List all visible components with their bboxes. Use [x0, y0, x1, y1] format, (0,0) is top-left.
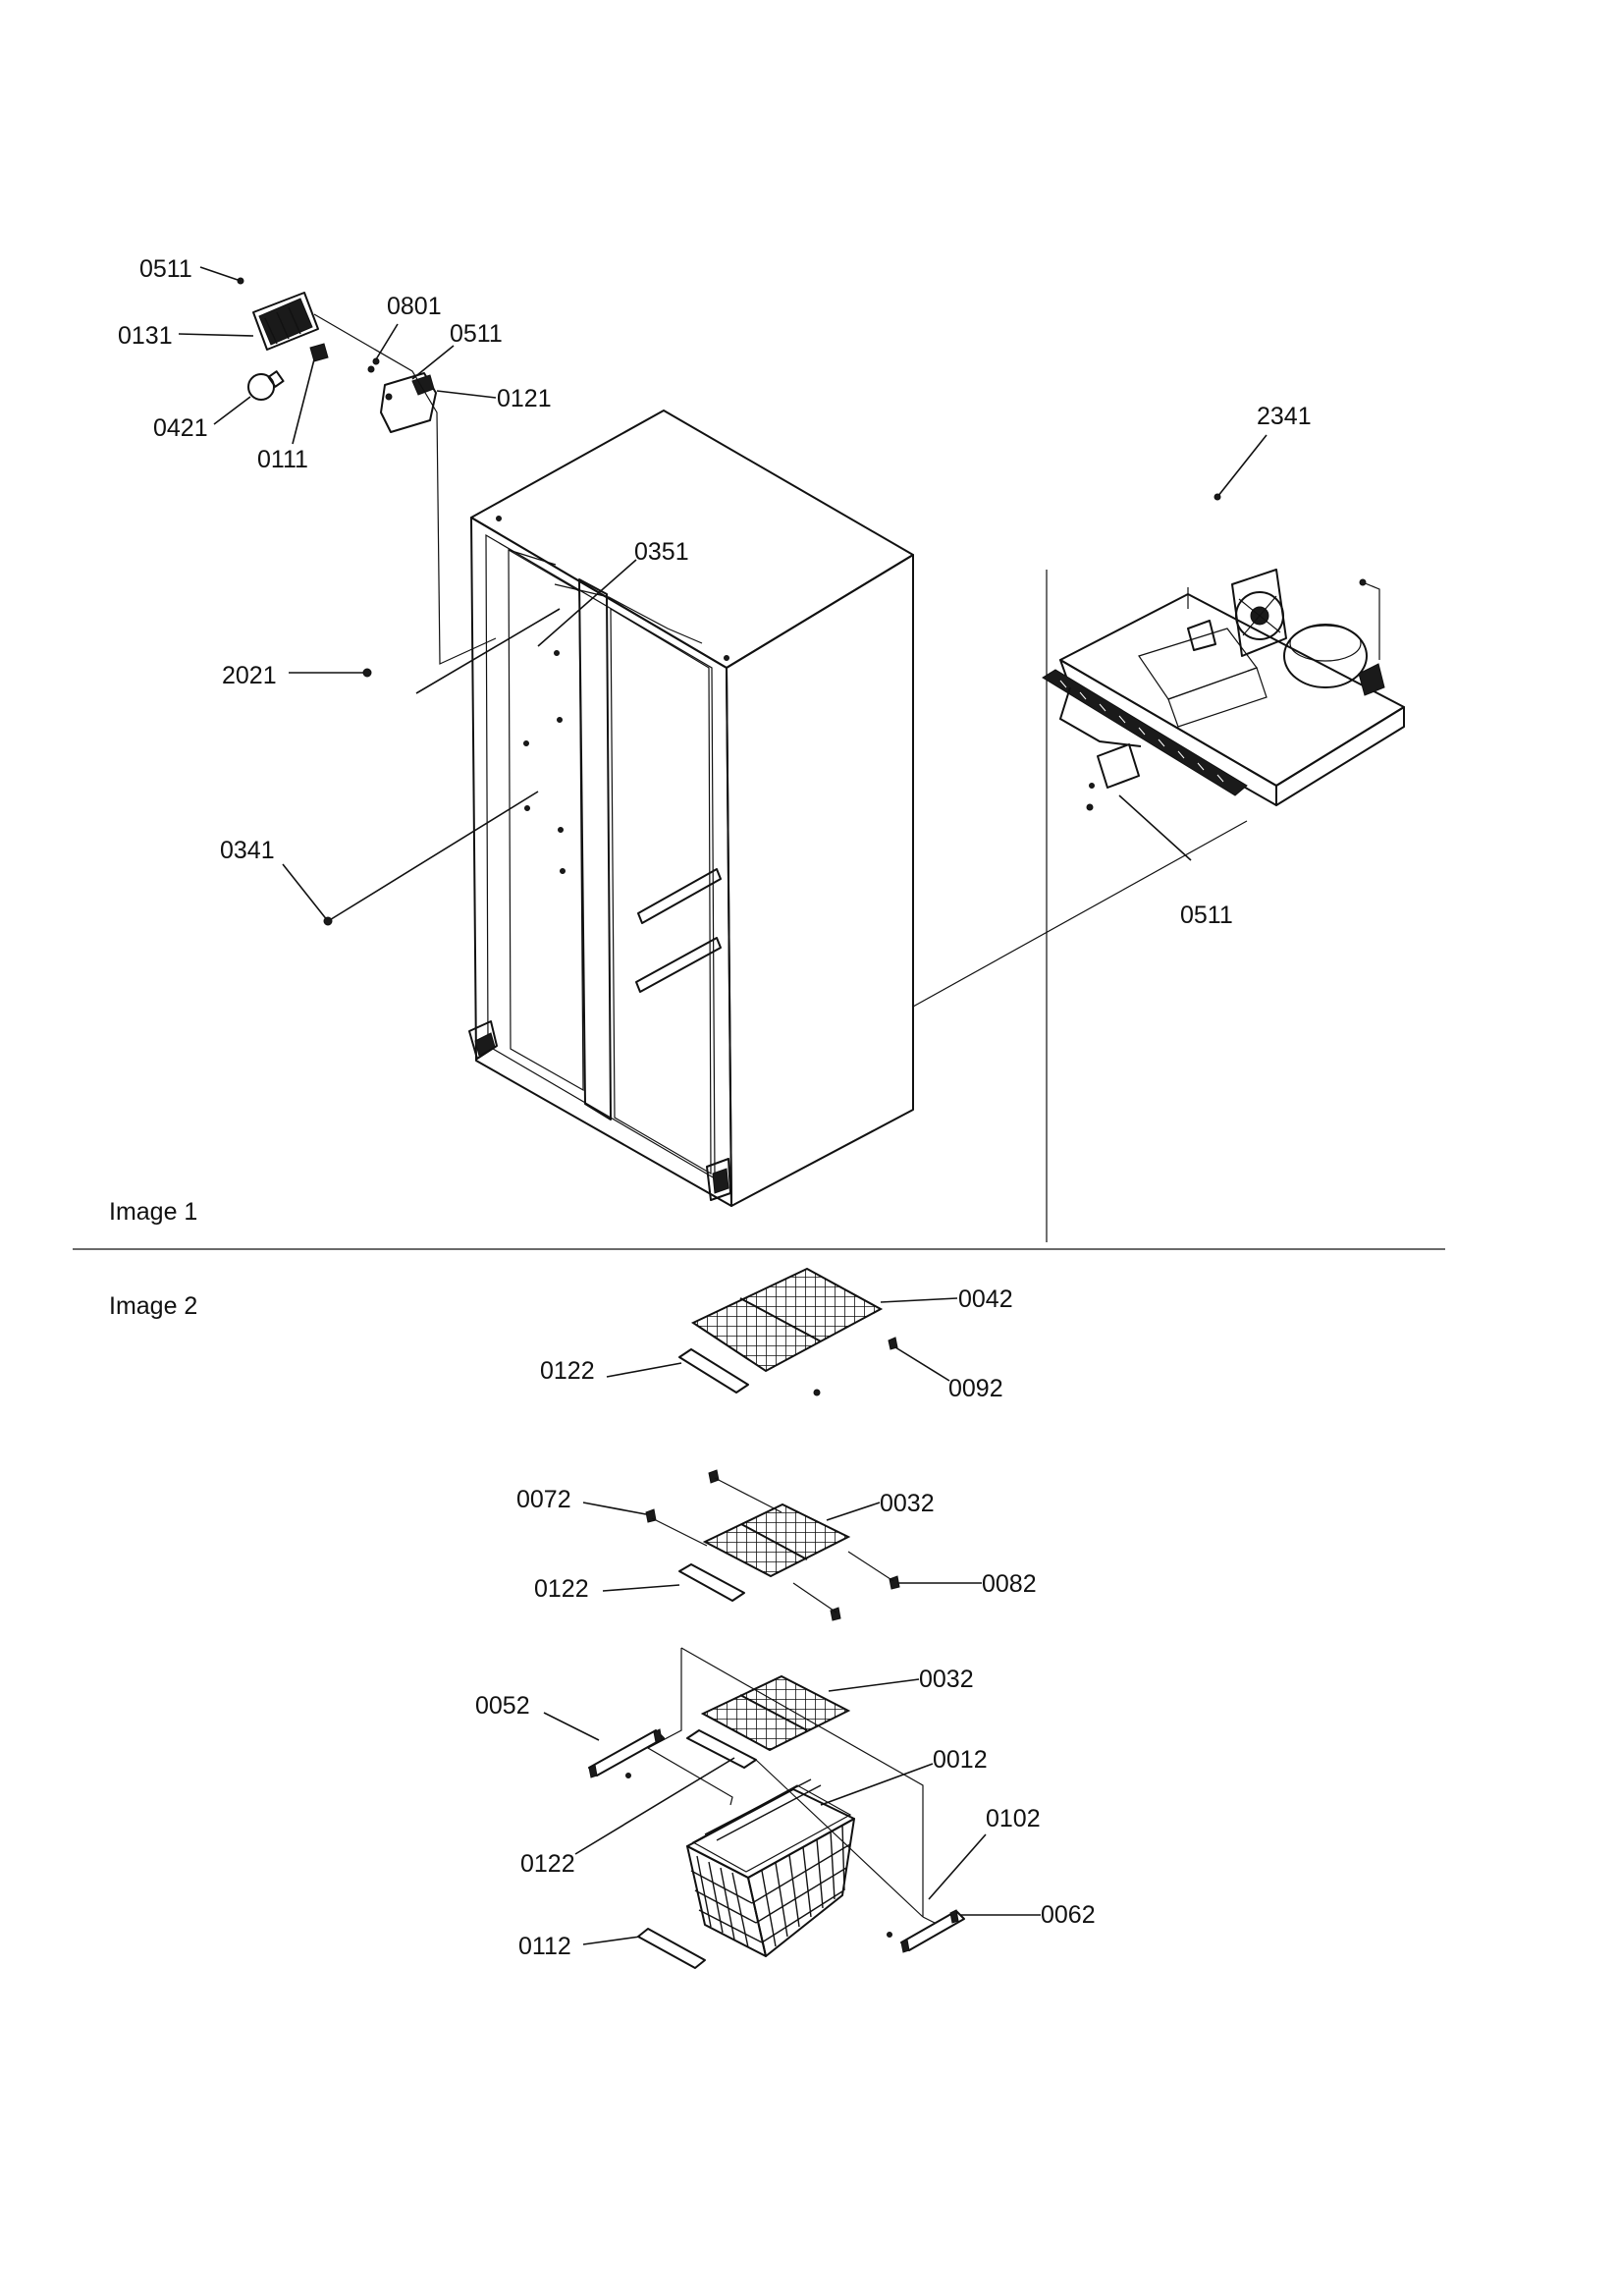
label-0341: 0341	[220, 837, 275, 864]
light-bracket-0121	[367, 365, 437, 433]
basket-cover-0112	[637, 1928, 706, 1969]
machine-compartment-2341	[1042, 569, 1405, 811]
leader-0042	[880, 1297, 958, 1303]
label-0351: 0351	[634, 538, 689, 566]
leader-0052	[543, 1712, 600, 1741]
wire-shelf-0032-a	[645, 1469, 900, 1621]
label-0511-top: 0511	[139, 255, 192, 283]
leader-0122-b	[602, 1584, 680, 1592]
leader-0122-c	[574, 1757, 735, 1855]
refrigerator-cabinet	[468, 410, 914, 1207]
label-2021: 2021	[222, 662, 277, 689]
label-0122-a: 0122	[540, 1357, 595, 1385]
label-0131: 0131	[118, 322, 173, 350]
wire-basket-0012	[686, 1778, 855, 1957]
light-housing-0131	[237, 277, 319, 351]
light-wire	[313, 313, 497, 665]
connector-line	[912, 820, 1248, 1008]
label-0111: 0111	[257, 446, 308, 473]
leader-0102	[928, 1833, 987, 1900]
wire-shelf-0032-b	[686, 1674, 851, 1769]
leader-0092	[894, 1346, 950, 1382]
rail-frame-right	[680, 1647, 924, 1917]
label-0801: 0801	[387, 293, 442, 320]
label-0062: 0062	[1041, 1901, 1096, 1929]
leader-0012	[820, 1763, 934, 1806]
label-0052: 0052	[475, 1692, 530, 1720]
leader-0122-a	[606, 1362, 682, 1378]
label-2341: 2341	[1257, 403, 1312, 430]
label-0122-b: 0122	[534, 1575, 589, 1603]
light-socket-0111	[309, 343, 329, 362]
label-0511-right: 0511	[1180, 902, 1233, 929]
label-0112: 0112	[518, 1933, 571, 1960]
label-0082: 0082	[982, 1570, 1037, 1598]
section-label-image1: Image 1	[109, 1198, 197, 1226]
label-0421: 0421	[153, 414, 208, 442]
label-0102: 0102	[986, 1805, 1041, 1832]
label-0121: 0121	[497, 385, 552, 412]
light-bulb-0421	[247, 370, 285, 401]
leader-0112	[582, 1936, 641, 1945]
rail-frame-diagonal	[755, 1759, 924, 1918]
label-0072: 0072	[516, 1486, 571, 1513]
rail-frame	[646, 1648, 733, 1806]
label-0042: 0042	[958, 1285, 1013, 1313]
label-0511-mid: 0511	[450, 320, 503, 348]
slide-rail-0052	[588, 1728, 665, 1778]
label-0032-b: 0032	[919, 1666, 974, 1693]
leader-0072	[582, 1502, 647, 1515]
leader-0032-b	[828, 1678, 920, 1692]
label-0092: 0092	[948, 1375, 1003, 1402]
label-0122-c: 0122	[520, 1850, 575, 1878]
wire-shelf-0042	[678, 1267, 898, 1396]
slide-rail-0062	[887, 1909, 965, 1953]
leaders-image1	[178, 266, 1267, 926]
label-0032-a: 0032	[880, 1490, 935, 1517]
label-0012: 0012	[933, 1746, 988, 1774]
leader-0032-a	[826, 1502, 881, 1521]
section-label-image2: Image 2	[109, 1292, 197, 1320]
